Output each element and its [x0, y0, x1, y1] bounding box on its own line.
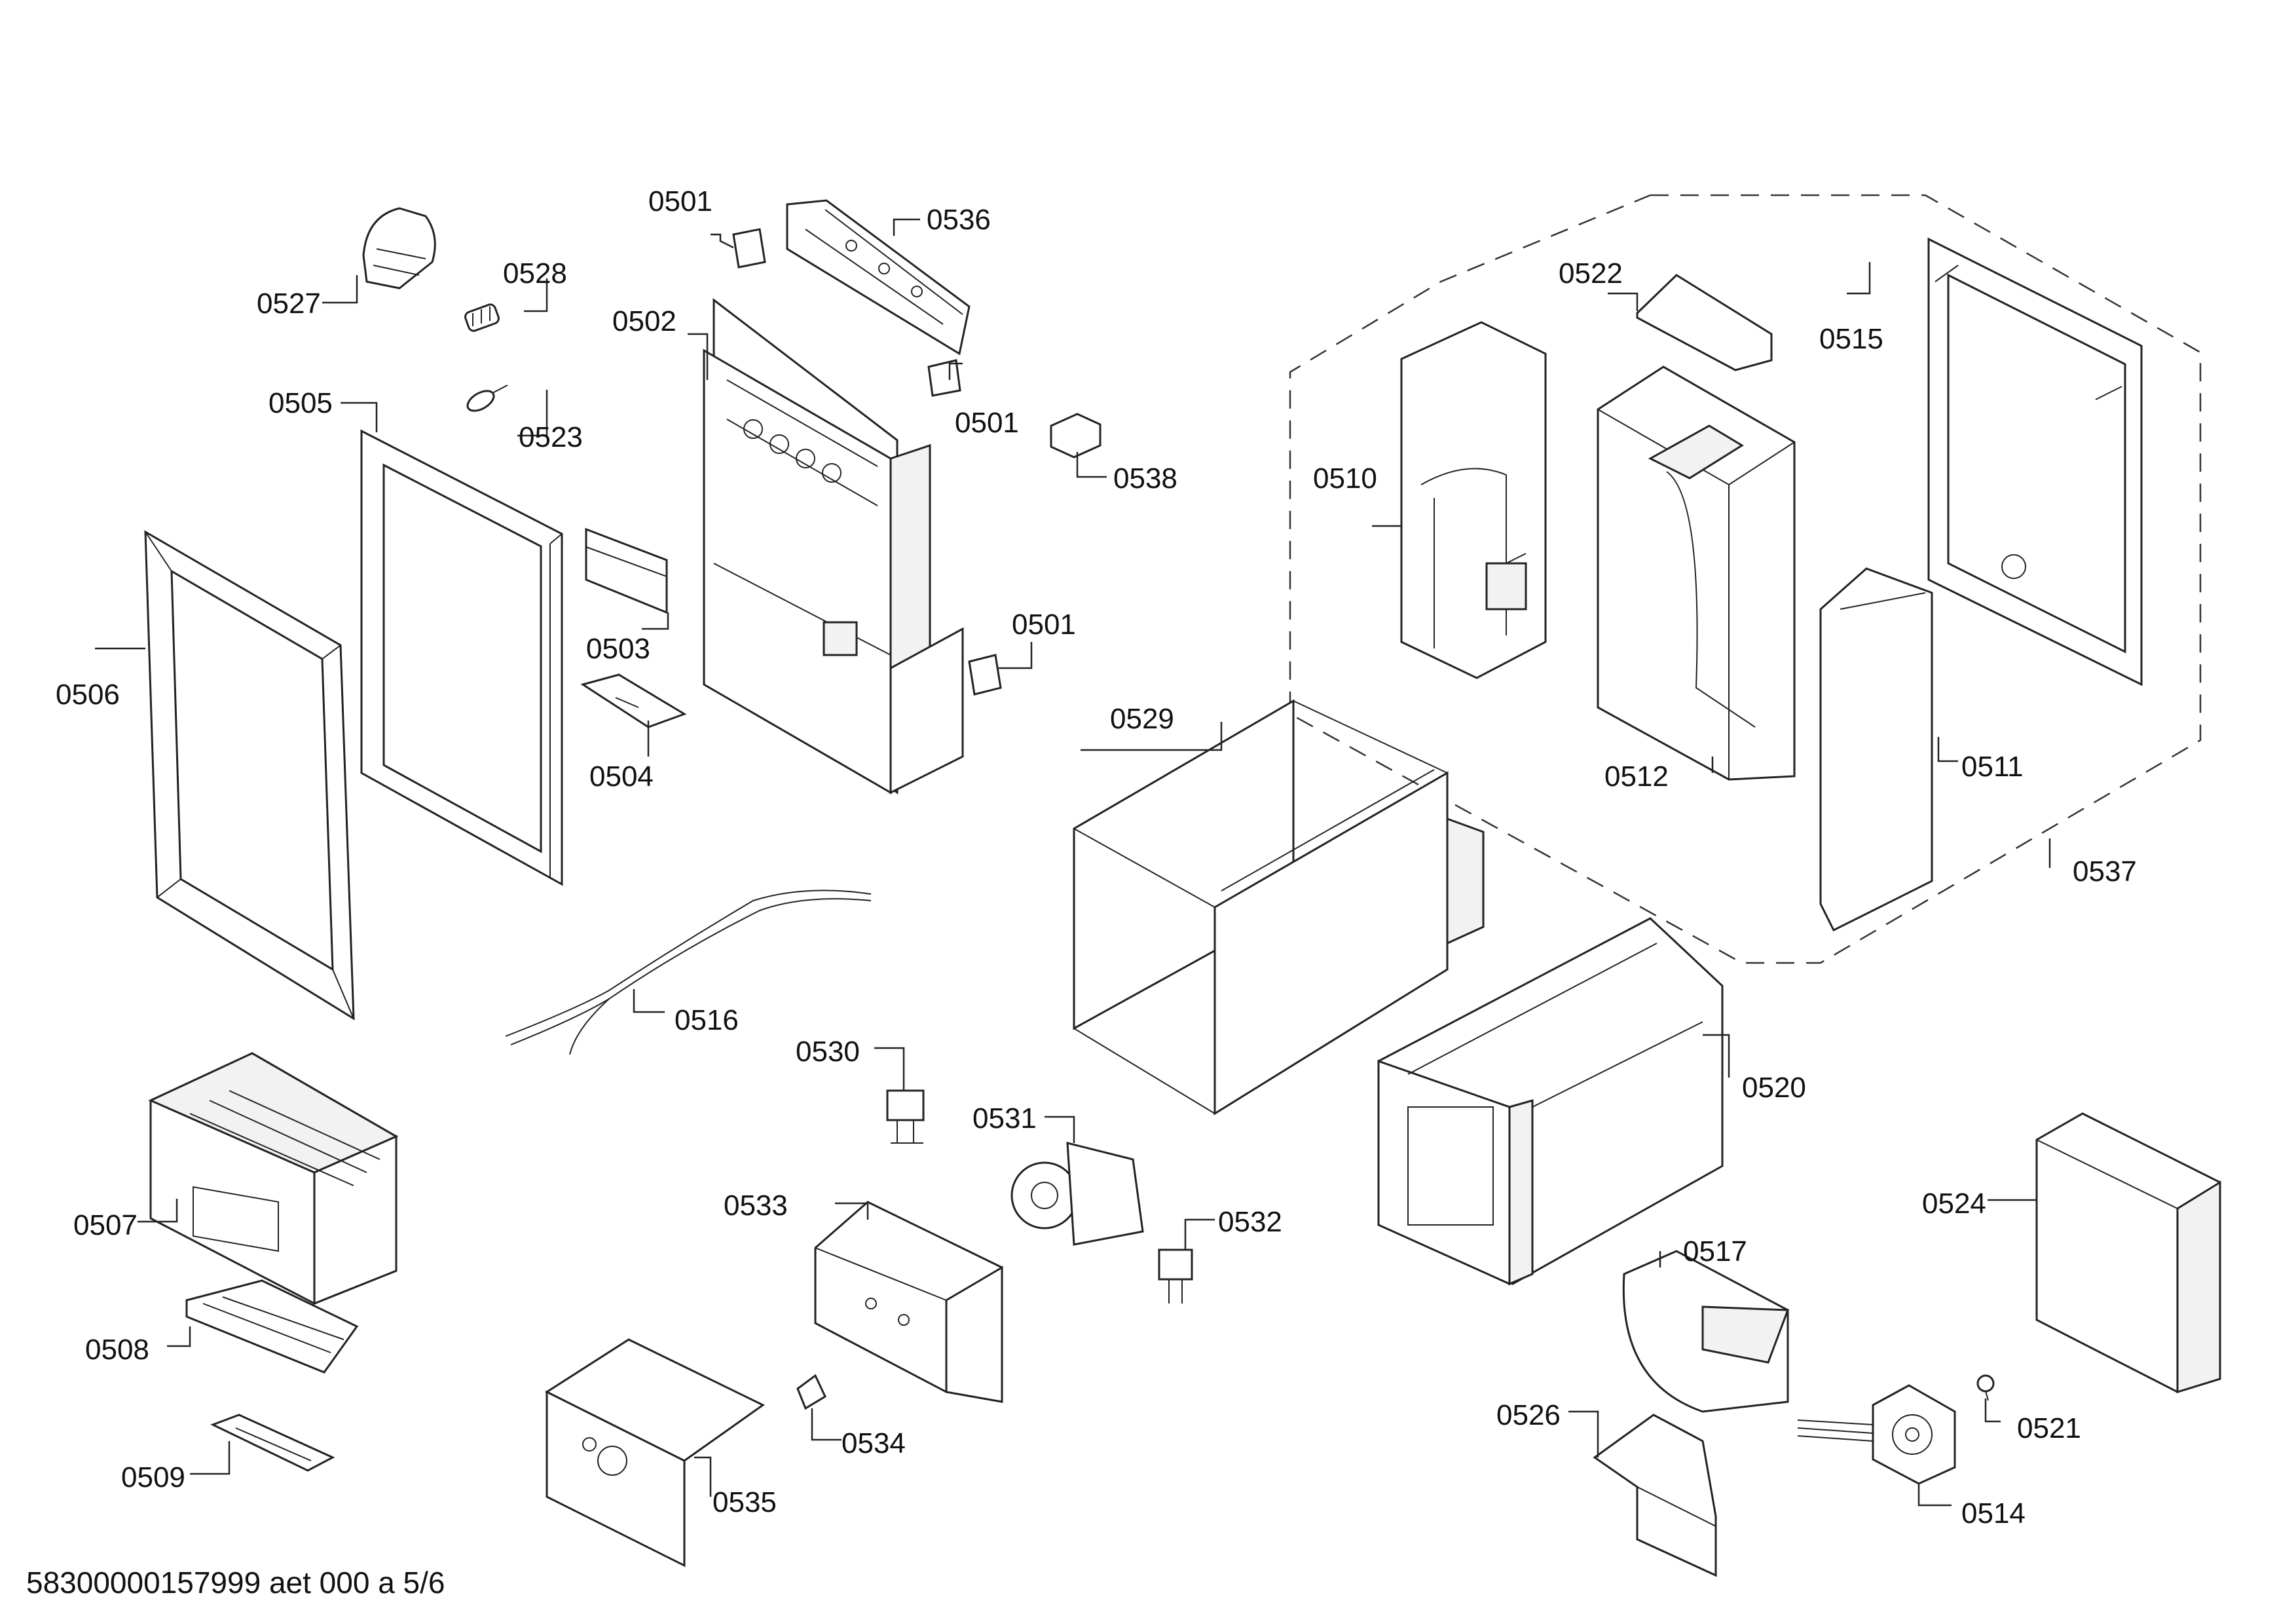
- part-0501-switch-c: [968, 654, 1002, 696]
- part-0507-dispenser-tray: [148, 1052, 399, 1305]
- callout-0527: 0527: [257, 288, 321, 320]
- part-0509-grille: [210, 1414, 335, 1472]
- callout-0504: 0504: [589, 760, 654, 793]
- part-0538-clip: [1050, 413, 1102, 459]
- part-0529-bin-housing: [1073, 699, 1485, 1116]
- part-0501-switch-b: [927, 359, 961, 397]
- callout-0522: 0522: [1559, 257, 1623, 290]
- part-0523-bulb: [466, 385, 508, 412]
- callout-0517: 0517: [1683, 1235, 1747, 1267]
- callout-0532: 0532: [1218, 1206, 1282, 1238]
- callout-0507: 0507: [73, 1209, 138, 1241]
- callout-0508: 0508: [85, 1334, 149, 1366]
- callout-0512: 0512: [1604, 760, 1669, 793]
- part-0504-plate: [580, 673, 687, 728]
- part-0514-fan: [1797, 1384, 1956, 1485]
- callout-0533: 0533: [724, 1190, 788, 1222]
- part-0516-cable: [505, 890, 872, 1055]
- part-0510-evaporator-panel: [1400, 321, 1547, 679]
- callout-0531: 0531: [972, 1102, 1037, 1135]
- part-0530-solenoid: [886, 1089, 925, 1144]
- part-0526-fan-bracket: [1593, 1414, 1717, 1577]
- callout-0523: 0523: [519, 421, 583, 453]
- part-0524-cover-box: [2035, 1112, 2221, 1394]
- callout-0529: 0529: [1110, 703, 1174, 735]
- part-0531-motor: [1010, 1142, 1144, 1246]
- callout-0505: 0505: [268, 387, 333, 419]
- leader-lines: [95, 218, 2051, 1507]
- callout-0501-c: 0501: [1012, 609, 1076, 641]
- callout-0510: 0510: [1313, 462, 1377, 495]
- drawing-code: 58300000157999 aet 000 a 5/6: [26, 1566, 445, 1600]
- callout-0509: 0509: [121, 1461, 185, 1493]
- part-0535-cover: [544, 1338, 765, 1567]
- part-0534-lever: [796, 1374, 826, 1410]
- callout-0503: 0503: [586, 633, 650, 665]
- part-0536-control-board: [786, 199, 971, 356]
- part-0502-dispenser-housing: [703, 297, 964, 795]
- callout-0526: 0526: [1496, 1399, 1561, 1431]
- callout-0534: 0534: [842, 1427, 906, 1459]
- callout-0524: 0524: [1922, 1188, 1986, 1220]
- callout-0520: 0520: [1742, 1072, 1806, 1104]
- callout-0511: 0511: [1961, 751, 2024, 783]
- callout-0528: 0528: [503, 257, 567, 290]
- assembly-boundary-0537: [1289, 194, 2202, 964]
- part-0528-lamp-socket: [464, 303, 500, 332]
- callout-0501-b: 0501: [955, 407, 1019, 439]
- callout-0536: 0536: [927, 204, 991, 236]
- part-0505-inner-frame: [360, 429, 563, 886]
- part-0501-switch-a: [732, 228, 766, 269]
- part-0508-drip-tray: [185, 1279, 359, 1374]
- callout-0535: 0535: [713, 1486, 777, 1518]
- callout-0506: 0506: [56, 679, 120, 711]
- callout-0537: 0537: [2073, 855, 2137, 888]
- part-0520-ice-bin: [1377, 917, 1724, 1286]
- callout-0501-a: 0501: [648, 185, 713, 217]
- callout-0530: 0530: [796, 1036, 860, 1068]
- callout-0538: 0538: [1113, 462, 1177, 495]
- part-0533-motor-housing: [814, 1201, 1003, 1403]
- callout-0516: 0516: [675, 1004, 739, 1036]
- part-0511-back-plate: [1819, 567, 1933, 932]
- part-0532-solenoid: [1158, 1248, 1193, 1304]
- callout-0514: 0514: [1961, 1497, 2026, 1530]
- callout-0502: 0502: [612, 305, 676, 337]
- part-0515-door-frame: [1927, 237, 2143, 686]
- part-0527-lamp-cover: [362, 207, 436, 290]
- callout-0515: 0515: [1819, 323, 1883, 355]
- part-0503-bracket: [585, 527, 668, 614]
- part-0522-duct-cap: [1636, 274, 1773, 371]
- callout-0521: 0521: [2017, 1412, 2081, 1444]
- part-0521-screw: [1976, 1374, 1995, 1401]
- part-0512-evaporator-core: [1597, 366, 1796, 781]
- part-0506-outer-frame: [144, 530, 355, 1021]
- part-0517-fan-housing: [1622, 1250, 1790, 1413]
